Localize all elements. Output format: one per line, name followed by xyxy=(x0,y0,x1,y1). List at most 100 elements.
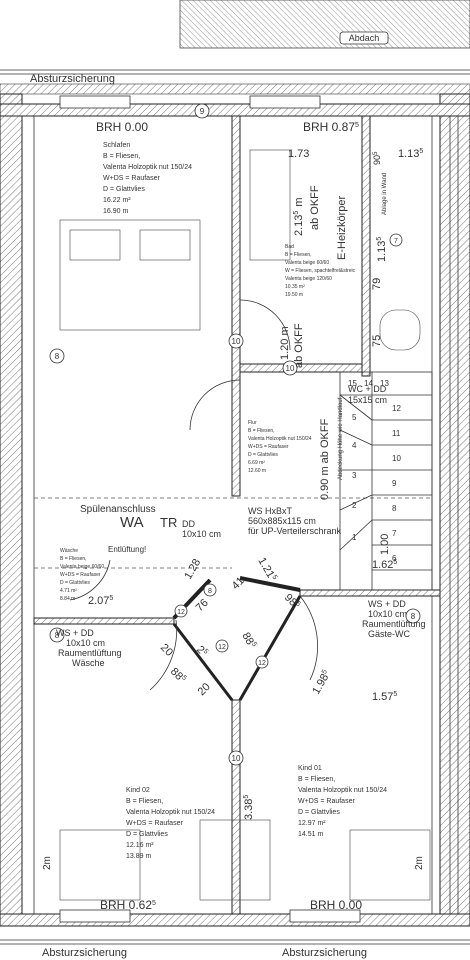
waesche-line-5: D = Glattvlies xyxy=(60,580,90,586)
ws-label: WS HxBxT xyxy=(248,506,293,516)
dim-79: 79 xyxy=(371,278,383,290)
dd-label: DD xyxy=(182,519,195,529)
flur-line-2: B = Fliesen, xyxy=(248,428,275,434)
room-schlafen: Schlafen B = Fliesen, Valenta Holzoptik … xyxy=(103,142,194,215)
spuelen: Spülenanschluss xyxy=(80,504,156,515)
marker-8b: 8 xyxy=(55,631,60,640)
dim-100: 1.00 xyxy=(379,534,391,555)
wc-dd-size: 15x15 cm xyxy=(348,395,387,405)
ws-dd-right: WS + DD xyxy=(368,599,406,609)
staircase: 15 14 13 12 11 10 9 8 7 6 5 4 3 2 1 xyxy=(339,371,433,591)
kind01-line-6: 12.97 m² xyxy=(298,820,326,827)
kind02-line-3: Valenta Holzoptik nut 150/24 xyxy=(126,809,215,816)
fall-protection-top: Absturzsicherung xyxy=(0,69,470,95)
kind02-line-7: 13.89 m xyxy=(126,853,151,860)
ws-size: 560x885x115 cm xyxy=(248,516,316,526)
bad-height-value: 2.13 xyxy=(293,215,305,236)
waesche-line-4: W+DS = Raufaser xyxy=(60,572,101,578)
heizkoerper: E-Heizkörper xyxy=(336,195,348,260)
windows xyxy=(59,95,361,923)
kind01-line-5: D = Glattvlies xyxy=(298,809,340,816)
fall-protection-bottom-left-label: Absturzsicherung xyxy=(42,947,127,959)
stair-step-13: 3 xyxy=(352,471,357,480)
stair-step-4: 12 xyxy=(392,404,401,413)
schlafen-line-4: W+DS = Raufaser xyxy=(103,175,160,182)
roof-area: Abdach xyxy=(179,0,470,49)
kind02-line-5: D = Glattvlies xyxy=(126,831,168,838)
ws-dd-left: WS + DD xyxy=(56,628,94,638)
bad-okff: ab OKFF xyxy=(309,185,321,230)
dim-25-sup: 5 xyxy=(202,648,210,656)
dim-885a: 885 xyxy=(168,666,188,686)
stair-step-5: 11 xyxy=(392,429,401,438)
roof-label: Abdach xyxy=(349,33,380,43)
dim-90-sup: 5 xyxy=(373,151,379,155)
bad-height-sup: 5 xyxy=(293,211,300,215)
wc-dd: WC + DD xyxy=(348,384,387,394)
flur-line-3: Valenta Holzoptik nut 150/24 xyxy=(248,436,312,442)
dim-207-sup: 5 xyxy=(109,595,113,602)
brh-kind02-value: BRH 0.62 xyxy=(100,898,152,912)
waesche-line-2: B = Fliesen, xyxy=(60,556,87,562)
dim-90-value: 90 xyxy=(372,155,382,165)
waesche-line-3: Valenta beige 60/60 xyxy=(60,564,104,570)
marker-12b: 12 xyxy=(218,644,226,651)
marker-9: 9 xyxy=(200,107,205,116)
stair-step-9: 7 xyxy=(392,529,397,538)
bad-height: 2.135m xyxy=(293,198,305,237)
kind01-line-2: B = Fliesen, xyxy=(298,776,335,783)
bad-line-1: Bad xyxy=(285,244,294,250)
dim-885b-sup: 5 xyxy=(250,641,258,648)
flur-line-6: 6.69 m² xyxy=(248,460,265,466)
schlafen-line-1: Schlafen xyxy=(103,142,130,149)
dim-121-sup: 5 xyxy=(270,574,278,581)
schlafen-line-3: Valenta Holzoptik nut 150/24 xyxy=(103,164,192,171)
vent-right-room: Gäste-WC xyxy=(368,629,411,639)
flur-line-4: W+DS = Raufaser xyxy=(248,444,289,450)
marker-7: 7 xyxy=(394,238,398,245)
bad-line-5: Valenta beige 120/60 xyxy=(285,276,332,282)
bed-dim-left: 2m xyxy=(42,856,53,870)
bad-line-3: Valenta beige 60/60 xyxy=(285,260,329,266)
dim-338-value: 3.38 xyxy=(243,799,255,820)
room-kind01: Kind 01 B = Fliesen, Valenta Holzoptik n… xyxy=(298,765,389,838)
stair-step-8: 8 xyxy=(392,504,397,513)
marker-8a: 8 xyxy=(55,352,60,361)
stair-step-14: 2 xyxy=(352,501,357,510)
kind02-line-1: Kind 02 xyxy=(126,787,150,794)
stair-step-3: 13 xyxy=(380,379,389,388)
flur-line-5: D = Glattvlies xyxy=(248,452,278,458)
kind01-line-4: W+DS = Raufaser xyxy=(298,798,355,805)
marker-8c: 8 xyxy=(411,612,416,621)
dim-207-value: 2.07 xyxy=(88,595,109,607)
dim-338-sup: 5 xyxy=(243,795,250,799)
brh-kind01: BRH 0.00 xyxy=(310,898,362,912)
dim-113-value: 1.13 xyxy=(398,148,419,160)
room-flur: Flur B = Fliesen, Valenta Holzoptik nut … xyxy=(248,420,313,474)
stair-step-6: 10 xyxy=(392,454,401,463)
tr-label: TR xyxy=(160,515,177,530)
dim-207: 2.075 xyxy=(88,595,113,607)
kind02-line-4: W+DS = Raufaser xyxy=(126,820,183,827)
bad-line-4: W = Fliesen, spachtelfrei&streic xyxy=(285,268,356,274)
brh-kind02: BRH 0.625 xyxy=(100,898,156,912)
dim-1135-value: 1.13 xyxy=(376,241,388,262)
stair-height: 0.90 m ab OKFF xyxy=(319,418,331,500)
flur-line-1: Flur xyxy=(248,420,257,426)
marker-12a: 12 xyxy=(177,609,185,616)
dim-198-sup: 5 xyxy=(321,668,329,675)
dim-113: 1.135 xyxy=(398,148,423,160)
dim-885a-sup: 5 xyxy=(180,674,188,682)
brh-kind02-sup: 5 xyxy=(152,900,156,907)
dim-885b-value: 88 xyxy=(239,631,256,648)
vent-left-room: Wäsche xyxy=(72,658,105,668)
waesche-line-6: 4.71 m² xyxy=(60,588,77,594)
dim-885b: 885 xyxy=(239,631,258,651)
schlafen-line-5: D = Glattvlies xyxy=(103,186,145,193)
marker-8d: 8 xyxy=(208,588,212,595)
room-kind02: Kind 02 B = Fliesen, Valenta Holzoptik n… xyxy=(126,787,217,860)
dim-121: 1.215 xyxy=(255,556,278,584)
schlafen-line-7: 16.90 m xyxy=(103,208,128,215)
dim-1135: 1.135 xyxy=(376,237,388,262)
